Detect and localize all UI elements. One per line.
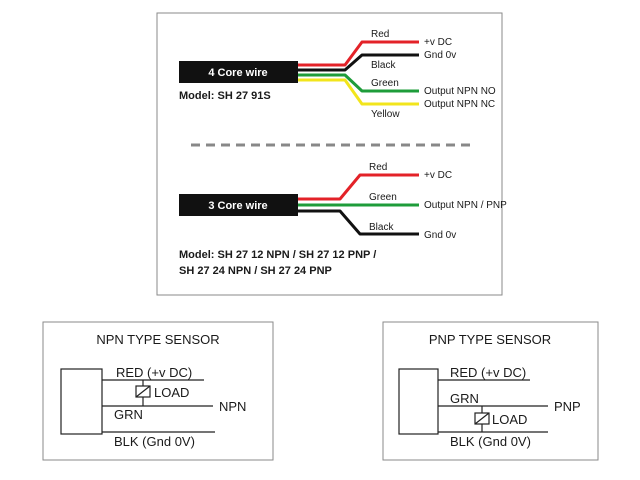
three-core-black-wire — [298, 209, 419, 236]
four-core-black-label: Black — [371, 60, 396, 71]
four-core-yellow-label: Yellow — [371, 109, 400, 120]
four-core-green-wire — [298, 73, 419, 93]
npn-output-label: NPN — [219, 399, 246, 414]
four-core-red-label: Red — [371, 29, 389, 40]
three-core-green-output: Output NPN / PNP — [424, 200, 507, 211]
three-core-model-line1: Model: SH 27 12 NPN / SH 27 12 PNP / — [179, 249, 376, 261]
three-core-cable — [179, 194, 298, 216]
pnp-title: PNP TYPE SENSOR — [429, 332, 551, 347]
pnp-red-label: RED (+v DC) — [450, 365, 526, 380]
npn-sensor-box: NPN TYPE SENSOR RED (+v DC) LOAD GRN NPN… — [42, 321, 274, 461]
pnp-sensor-box: PNP TYPE SENSOR RED (+v DC) GRN PNP LOAD… — [382, 321, 599, 461]
four-core-cable — [179, 61, 298, 83]
three-core-red-output: +v DC — [424, 170, 452, 181]
four-core-red-output: +v DC — [424, 37, 452, 48]
four-core-yellow-wire — [298, 78, 419, 106]
npn-load-diagonal — [135, 385, 151, 398]
npn-red-label: RED (+v DC) — [116, 365, 192, 380]
four-core-green-label: Green — [371, 78, 399, 89]
four-core-red-wire — [298, 40, 419, 67]
npn-title: NPN TYPE SENSOR — [96, 332, 219, 347]
pnp-box-border — [382, 321, 599, 461]
npn-sensor-body — [60, 368, 103, 435]
four-core-group: 4 Core wire Red Black Green Yellow +v DC… — [179, 29, 496, 120]
top-panel-border — [156, 12, 503, 296]
four-core-black-wire — [298, 53, 419, 72]
three-core-red-wire — [298, 173, 419, 201]
npn-blk-label: BLK (Gnd 0V) — [114, 434, 195, 449]
three-core-black-label: Black — [369, 222, 394, 233]
four-core-model: Model: SH 27 91S — [179, 90, 271, 102]
pnp-load-diagonal — [474, 412, 490, 425]
pnp-grn-label: GRN — [450, 391, 479, 406]
pnp-load-label: LOAD — [492, 412, 527, 427]
pnp-output-label: PNP — [554, 399, 581, 414]
four-core-cable-label: 4 Core wire — [208, 67, 267, 79]
pnp-blk-label: BLK (Gnd 0V) — [450, 434, 531, 449]
npn-grn-label: GRN — [114, 407, 143, 422]
three-core-cable-label: 3 Core wire — [208, 200, 267, 212]
three-core-black-output: Gnd 0v — [424, 230, 456, 241]
three-core-red-label: Red — [369, 162, 387, 173]
four-core-yellow-output: Output NPN NC — [424, 99, 495, 110]
npn-load-label: LOAD — [154, 385, 189, 400]
four-core-black-output: Gnd 0v — [424, 50, 456, 61]
three-core-model-line2: SH 27 24 NPN / SH 27 24 PNP — [179, 265, 332, 277]
three-core-green-label: Green — [369, 192, 397, 203]
three-core-group: 3 Core wire Red Green Black +v DC Output… — [179, 162, 507, 277]
npn-box-border — [42, 321, 274, 461]
pnp-sensor-body — [398, 368, 439, 435]
four-core-green-output: Output NPN NO — [424, 86, 496, 97]
